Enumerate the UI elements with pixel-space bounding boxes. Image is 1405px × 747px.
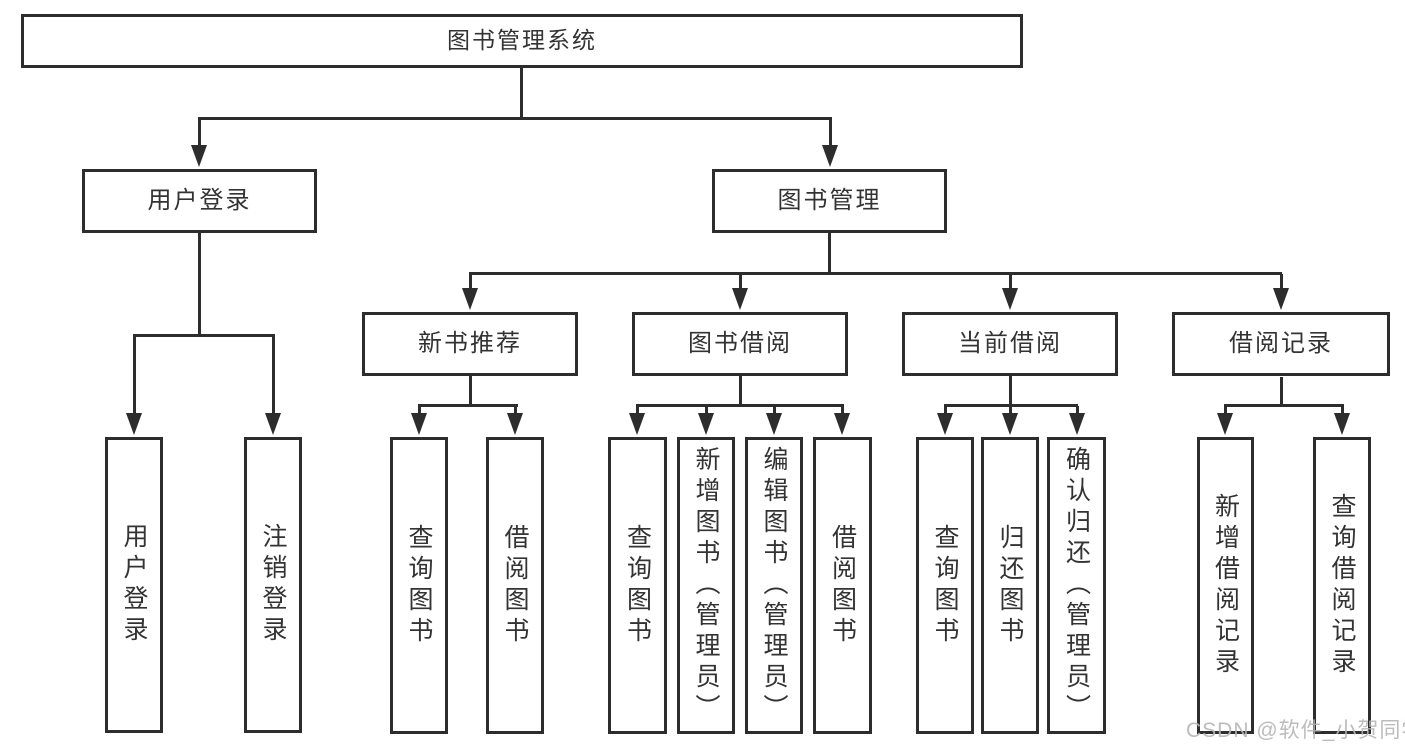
node-library-management-system: 图书管理系统: [21, 14, 1023, 68]
leaf-add-books-admin: 新增图书（管理员）: [677, 437, 735, 734]
node-label: 新增图书（管理员）: [692, 446, 720, 725]
arrowhead-down-icon: [822, 145, 838, 167]
node-book-management: 图书管理: [712, 169, 947, 233]
arrow-stem: [840, 406, 844, 415]
leaf-query-books-borrowing: 查询图书: [608, 437, 667, 734]
arrowhead-down-icon: [1273, 288, 1289, 310]
node-borrowing-records: 借阅记录: [1172, 312, 1390, 376]
node-label: 借阅图书: [501, 523, 529, 648]
arrowhead-down-icon: [766, 413, 782, 435]
arrow-stem: [738, 274, 742, 290]
node-label: 借阅图书: [828, 523, 857, 648]
node-label: 查询图书: [931, 523, 959, 648]
arrow-stem: [417, 406, 421, 415]
node-label: 确认归还（管理员）: [1062, 446, 1091, 725]
connector-line: [133, 334, 275, 337]
arrow-stem: [704, 406, 708, 415]
connector-line: [198, 233, 201, 337]
arrowhead-down-icon: [834, 413, 850, 435]
arrowhead-down-icon: [126, 413, 142, 435]
arrowhead-down-icon: [629, 413, 645, 435]
arrowhead-down-icon: [191, 145, 207, 167]
csdn-watermark: CSDN @软件_小贺同学: [1186, 719, 1405, 742]
arrowhead-down-icon: [732, 288, 748, 310]
node-user-login: 用户登录: [82, 169, 317, 233]
node-label: 编辑图书（管理员）: [760, 446, 788, 725]
leaf-query-books-current: 查询图书: [916, 437, 974, 734]
leaf-borrow-books-recommend: 借阅图书: [486, 437, 544, 734]
leaf-add-borrow-record: 新增借阅记录: [1197, 437, 1254, 734]
arrow-stem: [271, 336, 275, 415]
node-label: 用户登录: [147, 186, 252, 214]
arrowhead-down-icon: [1002, 413, 1018, 435]
leaf-query-borrow-record: 查询借阅记录: [1313, 437, 1371, 734]
node-label: 图书借阅: [688, 329, 792, 357]
connector-line: [1009, 376, 1012, 407]
connector-line: [944, 404, 1078, 407]
node-label: 查询图书: [623, 523, 652, 648]
arrowhead-down-icon: [698, 413, 714, 435]
leaf-return-books: 归还图书: [981, 437, 1039, 734]
arrowhead-down-icon: [937, 413, 953, 435]
leaf-query-books-recommend: 查询图书: [390, 437, 448, 734]
arrow-stem: [1008, 406, 1012, 415]
arrowhead-down-icon: [1069, 413, 1085, 435]
leaf-user-login: 用户登录: [105, 437, 163, 733]
node-label: 图书管理: [777, 186, 882, 214]
arrow-stem: [772, 406, 776, 415]
leaf-borrow-books-borrowing: 借阅图书: [813, 437, 872, 734]
arrowhead-down-icon: [265, 413, 281, 435]
connector-line: [469, 272, 1282, 275]
arrow-stem: [1008, 274, 1012, 290]
connector-line: [418, 404, 518, 407]
node-label: 借阅记录: [1229, 329, 1333, 357]
connector-line: [636, 404, 844, 407]
arrow-stem: [828, 119, 832, 147]
connector-line: [1280, 377, 1283, 407]
leaf-edit-books-admin: 编辑图书（管理员）: [745, 437, 803, 734]
node-label: 查询借阅记录: [1328, 492, 1356, 679]
node-label: 注销登录: [259, 523, 287, 647]
node-label: 图书管理系统: [447, 27, 597, 54]
node-label: 当前借阅: [958, 329, 1062, 357]
connector-line: [469, 376, 472, 407]
arrow-stem: [132, 336, 136, 415]
arrowhead-down-icon: [507, 413, 523, 435]
arrow-stem: [943, 406, 947, 415]
connector-line: [520, 68, 523, 120]
arrowhead-down-icon: [1217, 413, 1233, 435]
node-label: 新增借阅记录: [1211, 492, 1240, 679]
connector-line: [198, 117, 832, 120]
arrow-stem: [468, 274, 472, 290]
arrow-stem: [1340, 406, 1344, 415]
arrow-stem: [1075, 406, 1079, 415]
node-book-borrowing: 图书借阅: [632, 312, 848, 376]
arrow-stem: [635, 406, 639, 415]
arrow-stem: [1223, 406, 1227, 415]
arrow-stem: [513, 406, 517, 415]
arrow-stem: [197, 119, 201, 147]
connector-line: [1224, 404, 1344, 407]
node-label: 用户登录: [120, 523, 148, 647]
node-label: 新书推荐: [418, 329, 522, 357]
connector-line: [739, 376, 742, 407]
arrowhead-down-icon: [462, 288, 478, 310]
node-label: 查询图书: [405, 523, 433, 648]
arrowhead-down-icon: [411, 413, 427, 435]
node-current-borrowing: 当前借阅: [902, 312, 1118, 376]
arrowhead-down-icon: [1334, 413, 1350, 435]
leaf-logout: 注销登录: [244, 437, 302, 733]
connector-line: [828, 233, 831, 275]
arrowhead-down-icon: [1002, 288, 1018, 310]
node-new-book-recommendation: 新书推荐: [362, 312, 578, 376]
node-label: 归还图书: [996, 523, 1024, 648]
leaf-confirm-return-admin: 确认归还（管理员）: [1047, 437, 1106, 734]
arrow-stem: [1279, 274, 1283, 290]
